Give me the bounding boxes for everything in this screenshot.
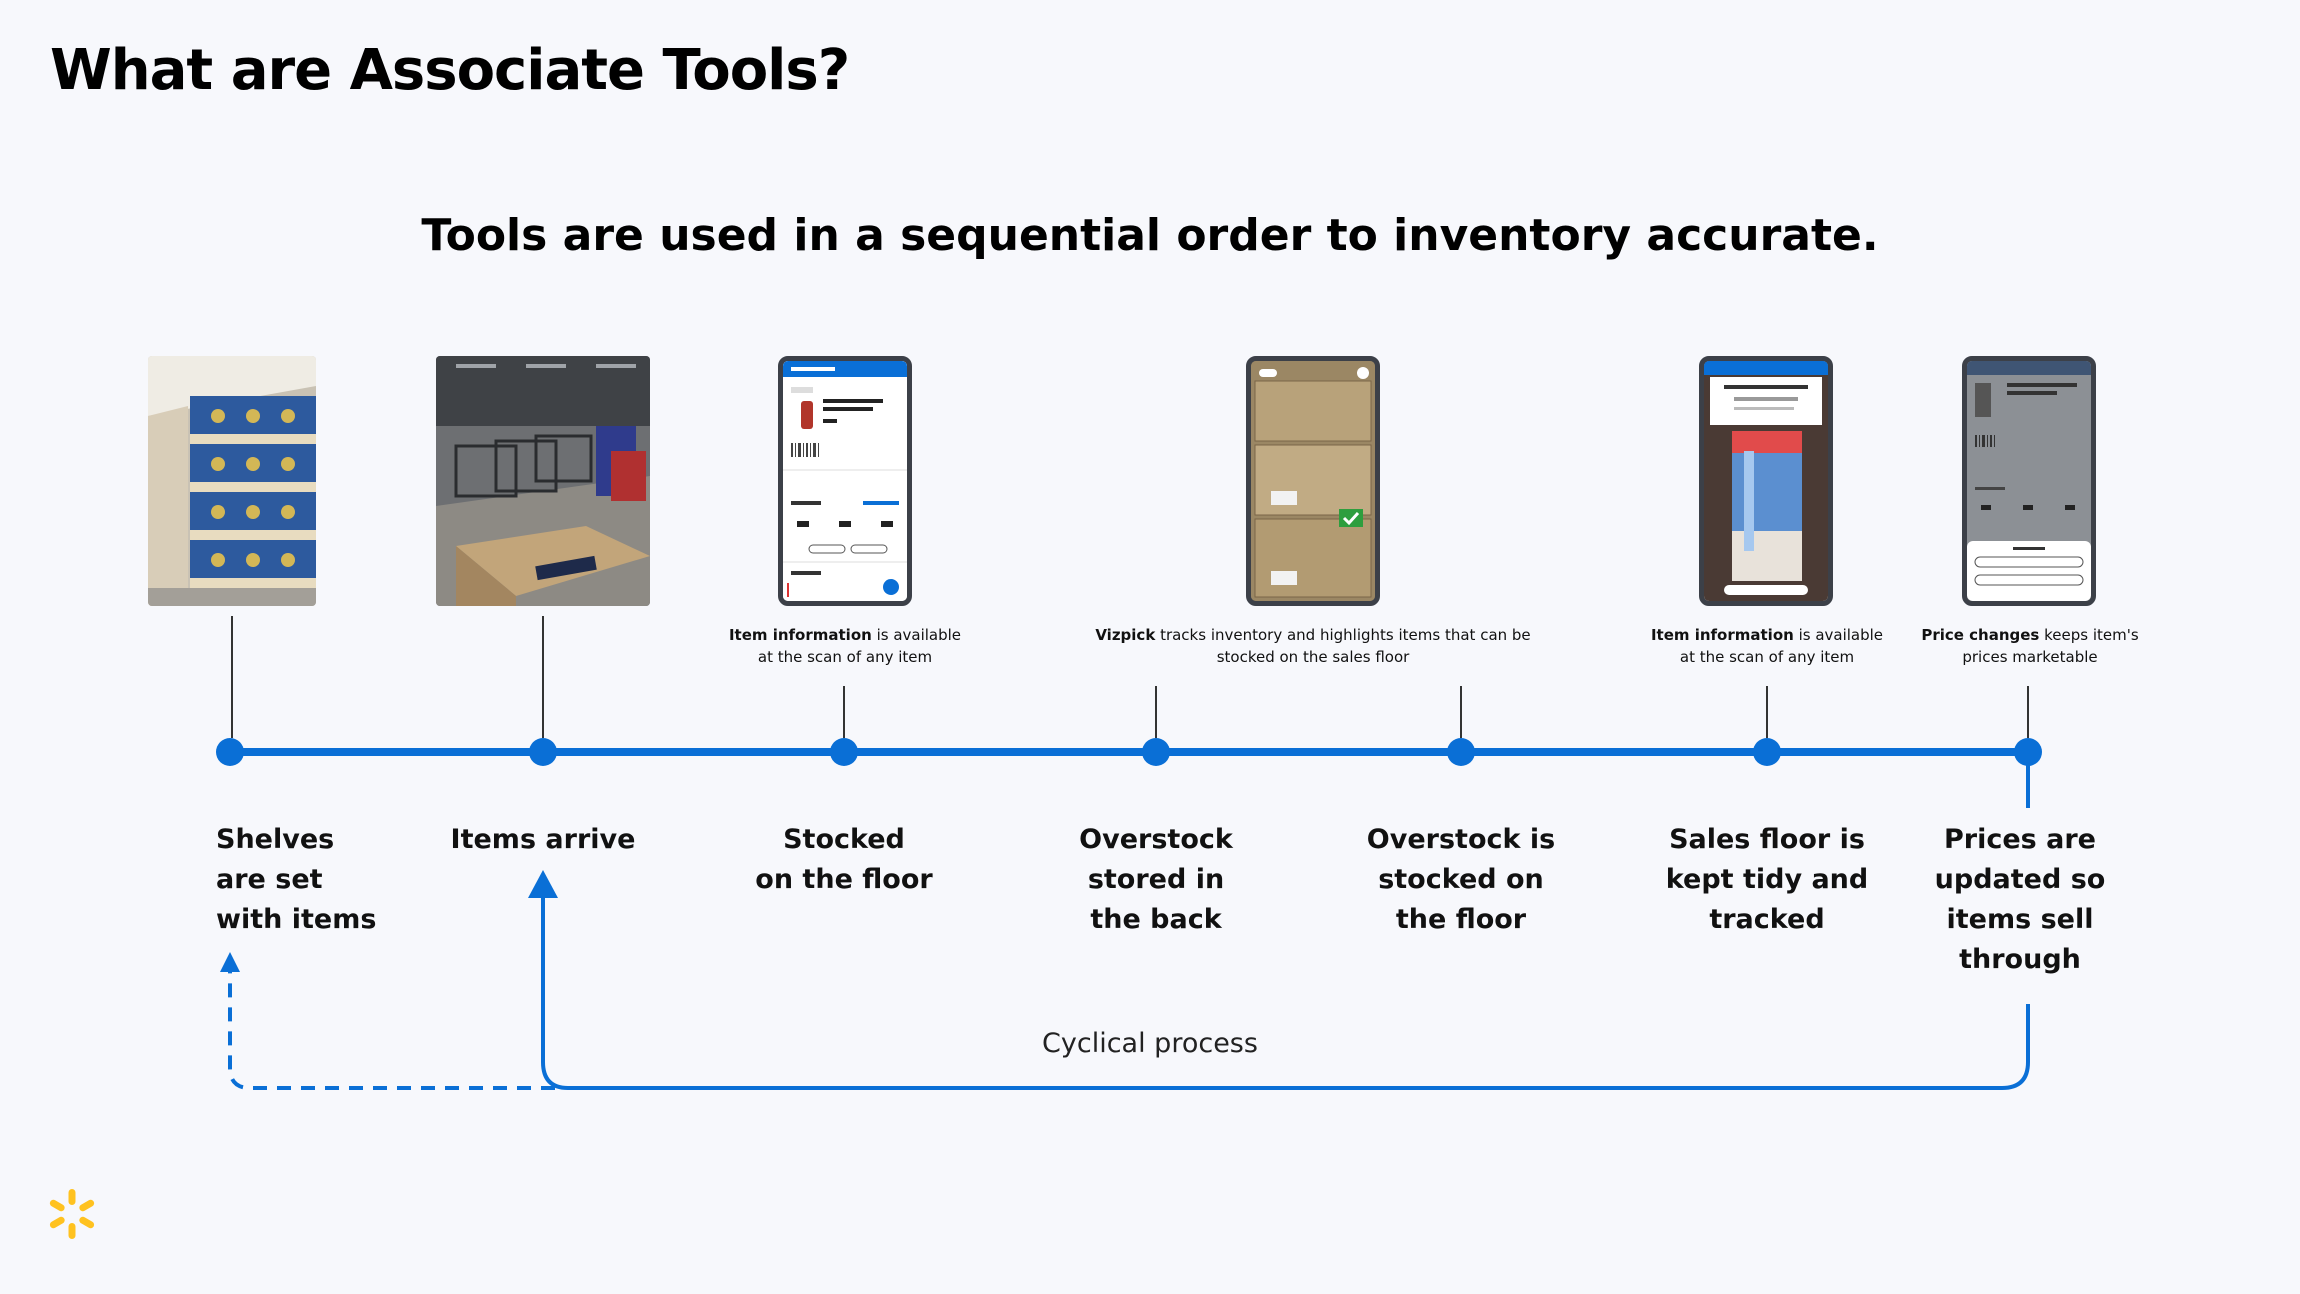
timeline-node-4: [1142, 738, 1170, 766]
timeline-node-5: [1447, 738, 1475, 766]
spark-logo-icon: [44, 1186, 100, 1242]
timeline-node-2: [529, 738, 557, 766]
timeline-node-3: [830, 738, 858, 766]
step-items-arrive: Items arrive: [423, 820, 663, 860]
timeline-node-6: [1753, 738, 1781, 766]
cyclical-process-label: Cyclical process: [1000, 1028, 1300, 1059]
cycle-arrowhead: [528, 870, 558, 898]
timeline-node-1: [216, 738, 244, 766]
dashed-arrowhead: [220, 952, 240, 972]
dashed-return-arrow: [230, 970, 555, 1088]
